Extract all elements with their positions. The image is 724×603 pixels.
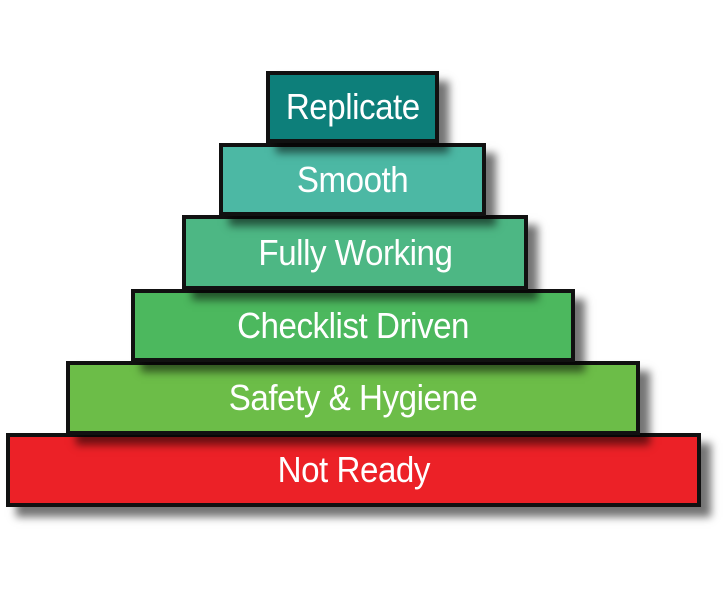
tier-label: Fully Working (257, 231, 453, 273)
tier-label: Safety & Hygiene (228, 377, 478, 418)
tier-label: Replicate (285, 86, 420, 127)
tier-not-ready: Not Ready (6, 433, 701, 507)
tier-replicate: Replicate (266, 71, 439, 143)
tier-smooth: Smooth (219, 143, 486, 216)
tier-safety-hygiene: Safety & Hygiene (66, 361, 640, 435)
tier-checklist-driven: Checklist Driven (131, 289, 575, 362)
tier-label: Smooth (296, 158, 409, 200)
tier-label: Checklist Driven (237, 304, 469, 346)
tier-fully-working: Fully Working (182, 215, 528, 290)
tier-label: Not Ready (277, 449, 430, 490)
